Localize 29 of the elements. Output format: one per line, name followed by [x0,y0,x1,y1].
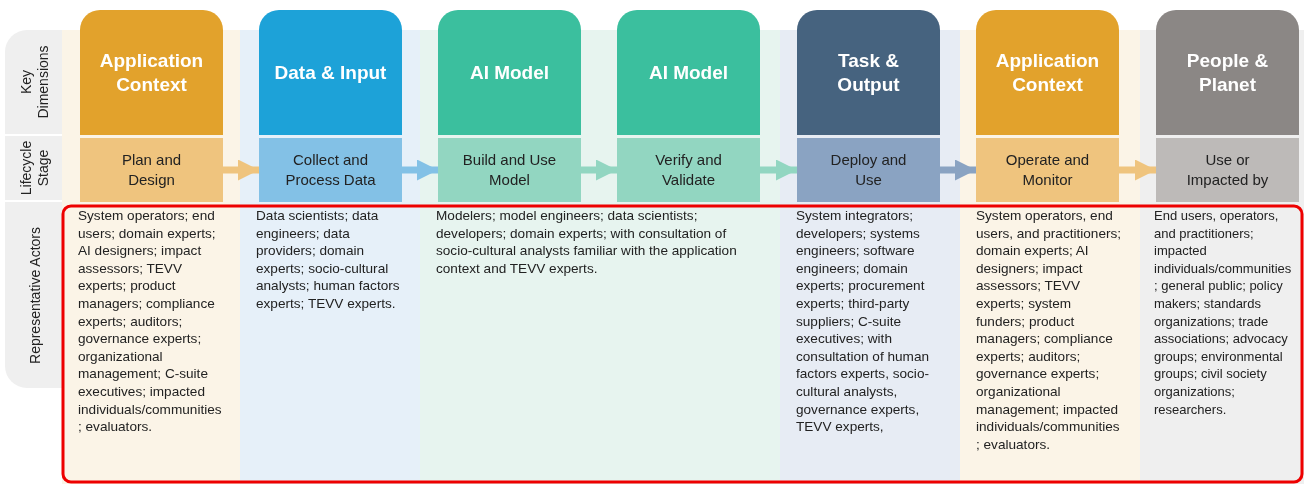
arrow [760,159,797,181]
arrow [1119,159,1156,181]
stage-box: Verify and Validate [617,138,760,202]
dimension-tab: AI Model [438,10,581,135]
row-header: Lifecycle Stage [18,140,52,196]
stage-box: Deploy and Use [797,138,940,202]
dimension-tab: Application Context [80,10,223,135]
dimension-tab: Data & Input [259,10,402,135]
stage-box: Operate and Monitor [976,138,1119,202]
row-header: Key Dimensions [18,45,52,119]
actors-text: System operators; end users; domain experts; AI designers; impact assessors; TEVV experts; product managers; compliance experts; auditors; governance experts; organizational management; C-suite executives; impacted individuals/communities; evaluators. [62,205,240,484]
dimension-tab: AI Model [617,10,760,135]
arrow [940,159,976,181]
actors-text: System integrators; developers; systems engineers; software engineers; domain experts; procurement experts; third-party suppliers; C-suite executives; with consultation of human factors experts, socio-cultural analysts, governance experts, TEVV experts, [780,205,960,484]
stage-box: Collect and Process Data [259,138,402,202]
stage-box: Plan and Design [80,138,223,202]
dimension-tab: People & Planet [1156,10,1299,135]
actors-text: End users, operators, and practitioners; impacted individuals/communities; general public; policy makers; standards organizations; trade associations; advocacy groups; environmental groups; civil society organizations; researchers. [1140,205,1304,484]
stage-box: Use or Impacted by [1156,138,1299,202]
dimension-tab: Task & Output [797,10,940,135]
row-header: Representative Actors [26,226,44,364]
actors-text: Data scientists; data engineers; data providers; domain experts; socio-cultural analysts; human factors experts; TEVV experts. [240,205,420,484]
actors-text: System operators, end users, and practitioners; domain experts; AI designers; impact assessors; TEVV experts; system funders; product managers; compliance experts; auditors; governance experts; organizational management; impacted individuals/communities; evaluators. [960,205,1140,484]
arrow [581,159,617,181]
arrow [402,159,438,181]
dimension-tab: Application Context [976,10,1119,135]
stage-box: Build and Use Model [438,138,581,202]
actors-text: Modelers; model engineers; data scientists; developers; domain experts; with consultation of socio-cultural analysts familiar with the application context and TEVV experts. [420,205,780,484]
arrow [223,159,259,181]
